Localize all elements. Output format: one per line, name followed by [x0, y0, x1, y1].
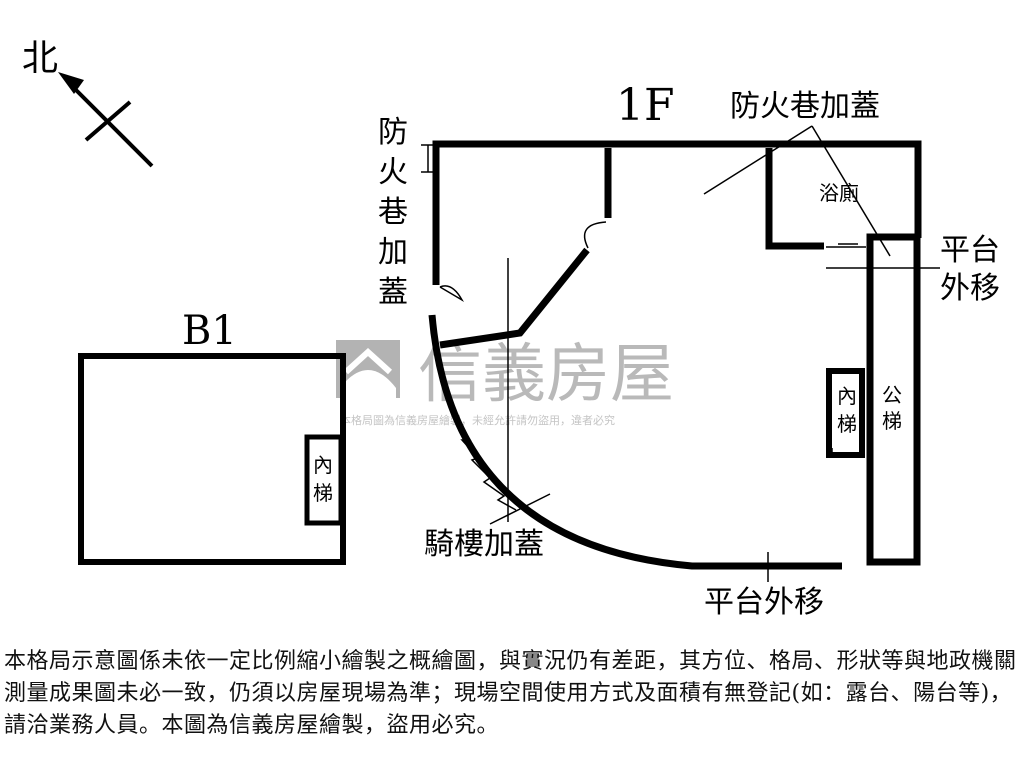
fire-lane-left-char: 火 [378, 155, 408, 190]
b1-stair-label-1: 內 [313, 453, 333, 477]
watermark-notice: 本格局圖為信義房屋繪製，未經允許請勿盜用，違者必究 [340, 413, 615, 427]
f1-title: 1F [616, 80, 675, 131]
b1-stair-label-2: 梯 [313, 481, 333, 505]
leader-lines [489, 125, 940, 582]
north-label: 北 [22, 38, 58, 79]
north-cross-line [84, 100, 132, 142]
floor-plan: 信義房屋 本格局圖為信義房屋繪製，未經允許請勿盜用，違者必究 北 B1 內 梯 … [22, 38, 1000, 620]
watermark-logo-icon [336, 340, 400, 398]
platform-right-label-1: 平台 [940, 233, 1000, 268]
fire-lane-left-char: 防 [378, 115, 408, 150]
door-icon [439, 221, 866, 455]
b1-plan: B1 內 梯 [78, 308, 346, 565]
north-arrow-line [66, 80, 154, 168]
inner-stair-label-1: 內 [837, 384, 857, 408]
f1-plan: 1F 防火巷加蓋 防 火 巷 加 蓋 [378, 80, 1000, 620]
fire-lane-left-char: 巷 [378, 195, 408, 230]
fire-lane-left-char: 蓋 [378, 275, 408, 310]
public-stair-label-1: 公 [882, 383, 902, 407]
platform-bottom-label: 平台外移 [704, 585, 824, 620]
fire-lane-top-label: 防火巷加蓋 [730, 89, 880, 124]
arcade-label: 騎樓加蓋 [424, 527, 544, 562]
bathroom-label: 浴廁 [819, 181, 859, 205]
compass: 北 [22, 38, 154, 168]
b1-outline [78, 353, 346, 565]
arcade-zigzag [455, 419, 517, 511]
f1-walls [428, 140, 922, 570]
fire-lane-left-label: 防 火 巷 加 蓋 [378, 115, 408, 310]
watermark-brand: 信義房屋 [418, 338, 674, 412]
b1-title: B1 [182, 308, 237, 354]
north-arrow-icon [58, 72, 84, 94]
disclaimer-text: 本格局示意圖係未依一定比例縮小繪製之概繪圖，與實況仍有差距，其方位、格局、形狀等… [4, 649, 1017, 738]
fire-lane-left-char: 加 [378, 235, 408, 270]
b1-inner-stair [304, 434, 344, 526]
public-stair-label-2: 梯 [882, 409, 902, 433]
watermark: 信義房屋 本格局圖為信義房屋繪製，未經允許請勿盜用，違者必究 [336, 338, 674, 427]
inner-stair-label-2: 梯 [837, 412, 857, 436]
platform-right-label-2: 外移 [940, 271, 1000, 306]
